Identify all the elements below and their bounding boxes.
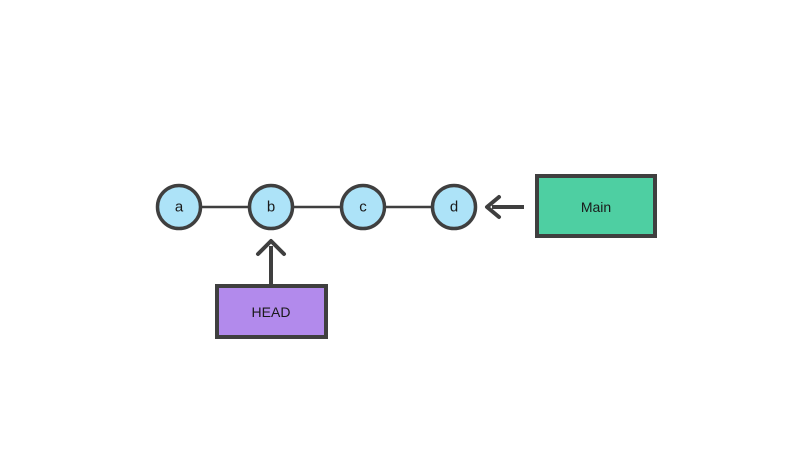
branch-box-main[interactable]: Main <box>535 174 657 238</box>
commit-node-a[interactable]: a <box>155 183 203 231</box>
commit-label-c: c <box>359 199 367 216</box>
commit-label-a: a <box>175 199 184 216</box>
commit-circle-d[interactable] <box>430 183 478 231</box>
commit-circle-a[interactable] <box>155 183 203 231</box>
head-box-label: HEAD <box>252 304 291 320</box>
head-box[interactable]: HEAD <box>215 284 328 339</box>
commit-node-c[interactable]: c <box>339 183 387 231</box>
head-box-rect[interactable] <box>215 284 328 339</box>
head-pointer-arrow-icon <box>256 239 286 285</box>
branch-box-label: Main <box>581 199 611 215</box>
commit-node-d[interactable]: d <box>430 183 478 231</box>
commit-node-b[interactable]: b <box>247 183 295 231</box>
commit-circle-c[interactable] <box>339 183 387 231</box>
branch-box-rect[interactable] <box>535 174 657 238</box>
branch-pointer-arrow-icon <box>485 195 524 219</box>
branch-arrow-head <box>485 195 501 219</box>
commit-circle-b[interactable] <box>247 183 295 231</box>
commit-label-d: d <box>450 199 458 216</box>
head-arrow-head <box>256 239 286 256</box>
commit-label-b: b <box>267 199 275 216</box>
